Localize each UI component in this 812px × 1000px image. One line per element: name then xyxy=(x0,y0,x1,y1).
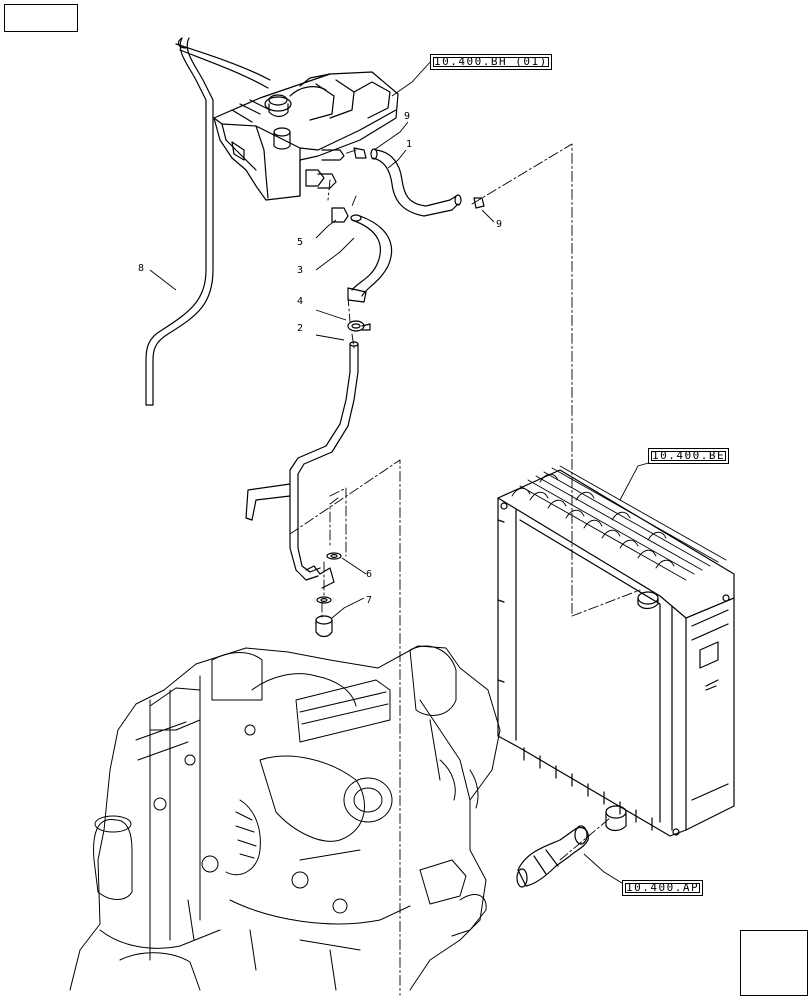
previous-page-button[interactable] xyxy=(4,4,78,32)
next-page-button[interactable] xyxy=(740,930,808,996)
callout-leaders xyxy=(149,59,653,889)
engine-assembly xyxy=(69,645,501,991)
reference-link-radiator[interactable]: 10.400.BE xyxy=(648,448,730,464)
hose-part-3 xyxy=(331,207,393,303)
lower-hose xyxy=(516,825,589,888)
callout-6[interactable]: 6 xyxy=(366,569,373,580)
reference-link-expansion-tank[interactable]: 10.400.BH (01) xyxy=(430,54,552,70)
reference-link-lower-hose[interactable]: 10.400.AP xyxy=(622,880,704,896)
fittings-part-6-7 xyxy=(315,552,342,638)
callout-9-right[interactable]: 9 xyxy=(496,219,503,230)
hose-part-2 xyxy=(245,320,371,589)
callout-2[interactable]: 2 xyxy=(297,323,304,334)
radiator xyxy=(497,465,735,837)
callout-3[interactable]: 3 xyxy=(297,265,304,276)
callout-9-top[interactable]: 9 xyxy=(404,111,411,122)
callout-1[interactable]: 1 xyxy=(406,139,413,150)
vent-pipe-part-8 xyxy=(145,37,271,406)
alignment-leader-lines xyxy=(289,143,641,996)
callout-7[interactable]: 7 xyxy=(366,595,373,606)
callout-8[interactable]: 8 xyxy=(138,263,145,274)
callout-4[interactable]: 4 xyxy=(297,296,304,307)
expansion-tank xyxy=(213,71,399,201)
callout-5[interactable]: 5 xyxy=(297,237,304,248)
hose-part-1 xyxy=(353,147,485,217)
